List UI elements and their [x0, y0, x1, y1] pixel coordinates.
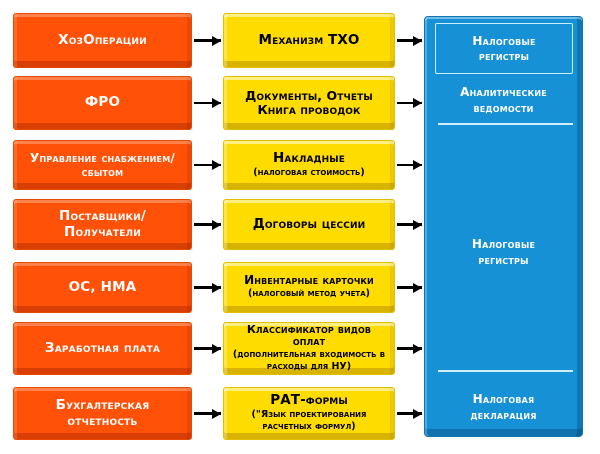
source-box: Бухгалтерская отчетность [13, 387, 192, 440]
arrow-right-icon [397, 98, 422, 107]
outputs-panel: Налоговые регистры Аналитические ведомос… [424, 16, 583, 437]
tax-registers-main-label: Налоговые регистры [471, 237, 536, 267]
source-box: Управление снабжением/сбытом [13, 140, 192, 190]
diagram-row: ФРО Документы, Отчеты Книга проводок [13, 76, 424, 130]
source-label: Поставщики/ Получатели [58, 207, 146, 240]
artifact-title: РАТ-формы [270, 392, 348, 409]
artifact-box: РАТ-формы ("Язык проектирования расчетны… [223, 387, 395, 440]
source-box: Поставщики/ Получатели [13, 199, 192, 250]
artifact-title: Документы, Отчеты [245, 87, 373, 103]
artifact-box: Накладные (налоговая стоимость) [223, 140, 395, 190]
tax-declaration-label: Налоговая декларация [470, 392, 537, 422]
source-box: ОС, НМА [13, 262, 192, 313]
source-box: Заработная плата [13, 322, 192, 375]
source-label: Заработная плата [44, 339, 161, 356]
artifact-subtitle: ("Язык проектирования расчетных формул) [251, 408, 367, 433]
source-label: Бухгалтерская отчетность [55, 396, 150, 429]
diagram-row: Заработная плата Классификатор видов опл… [13, 322, 424, 375]
artifact-title-line2: Книга проводок [257, 102, 361, 117]
artifact-subtitle: (налоговый метод учета) [248, 288, 370, 300]
artifact-subtitle: (дополнительная входимость в расходы для… [232, 348, 386, 373]
section-divider [438, 123, 573, 125]
arrow-right-icon [194, 409, 221, 418]
arrow-right-icon [194, 283, 221, 292]
arrow-right-icon [397, 160, 422, 169]
artifact-title: Договоры цессии [252, 215, 366, 232]
source-box: ХозОперации [13, 13, 192, 68]
artifact-box: Механизм ТХО [223, 13, 395, 68]
artifact-box: Инвентарные карточки (налоговый метод уч… [223, 262, 395, 313]
arrow-right-icon [397, 344, 422, 353]
source-label: Управление снабжением/сбытом [30, 150, 175, 179]
source-box: ФРО [13, 76, 192, 130]
arrow-right-icon [397, 409, 422, 418]
arrow-right-icon [194, 220, 221, 229]
diagram-row: ХозОперации Механизм ТХО [13, 13, 424, 68]
arrow-right-icon [194, 344, 221, 353]
source-label: ОС, НМА [68, 278, 137, 295]
diagram-row: Управление снабжением/сбытом Накладные (… [13, 140, 424, 190]
diagram-row: Поставщики/ Получатели Договоры цессии [13, 199, 424, 250]
arrow-right-icon [194, 160, 221, 169]
diagram-row: ОС, НМА Инвентарные карточки (налоговый … [13, 262, 424, 313]
arrow-right-icon [397, 36, 422, 45]
artifact-title: Механизм ТХО [258, 31, 360, 48]
artifact-title: Накладные [273, 150, 345, 167]
artifact-box: Договоры цессии [223, 199, 395, 250]
artifact-box: Документы, Отчеты Книга проводок [223, 76, 395, 130]
arrow-right-icon [397, 220, 422, 229]
source-label: ФРО [84, 94, 121, 111]
artifact-title: Классификатор видов оплат [246, 322, 372, 349]
artifact-box: Классификатор видов оплат (дополнительна… [223, 322, 395, 375]
artifact-subtitle: (налоговая стоимость) [253, 166, 365, 178]
artifact-title: Инвентарные карточки [244, 273, 374, 288]
arrow-right-icon [194, 98, 221, 107]
source-label: ХозОперации [58, 31, 147, 48]
diagram-row: Бухгалтерская отчетность РАТ-формы ("Язы… [13, 387, 424, 440]
section-divider [438, 370, 573, 372]
analytic-statements-label: Аналитические ведомости [460, 85, 547, 115]
arrow-right-icon [194, 36, 221, 45]
tax-registers-top-label: Налоговые регистры [435, 23, 573, 74]
arrow-right-icon [397, 283, 422, 292]
